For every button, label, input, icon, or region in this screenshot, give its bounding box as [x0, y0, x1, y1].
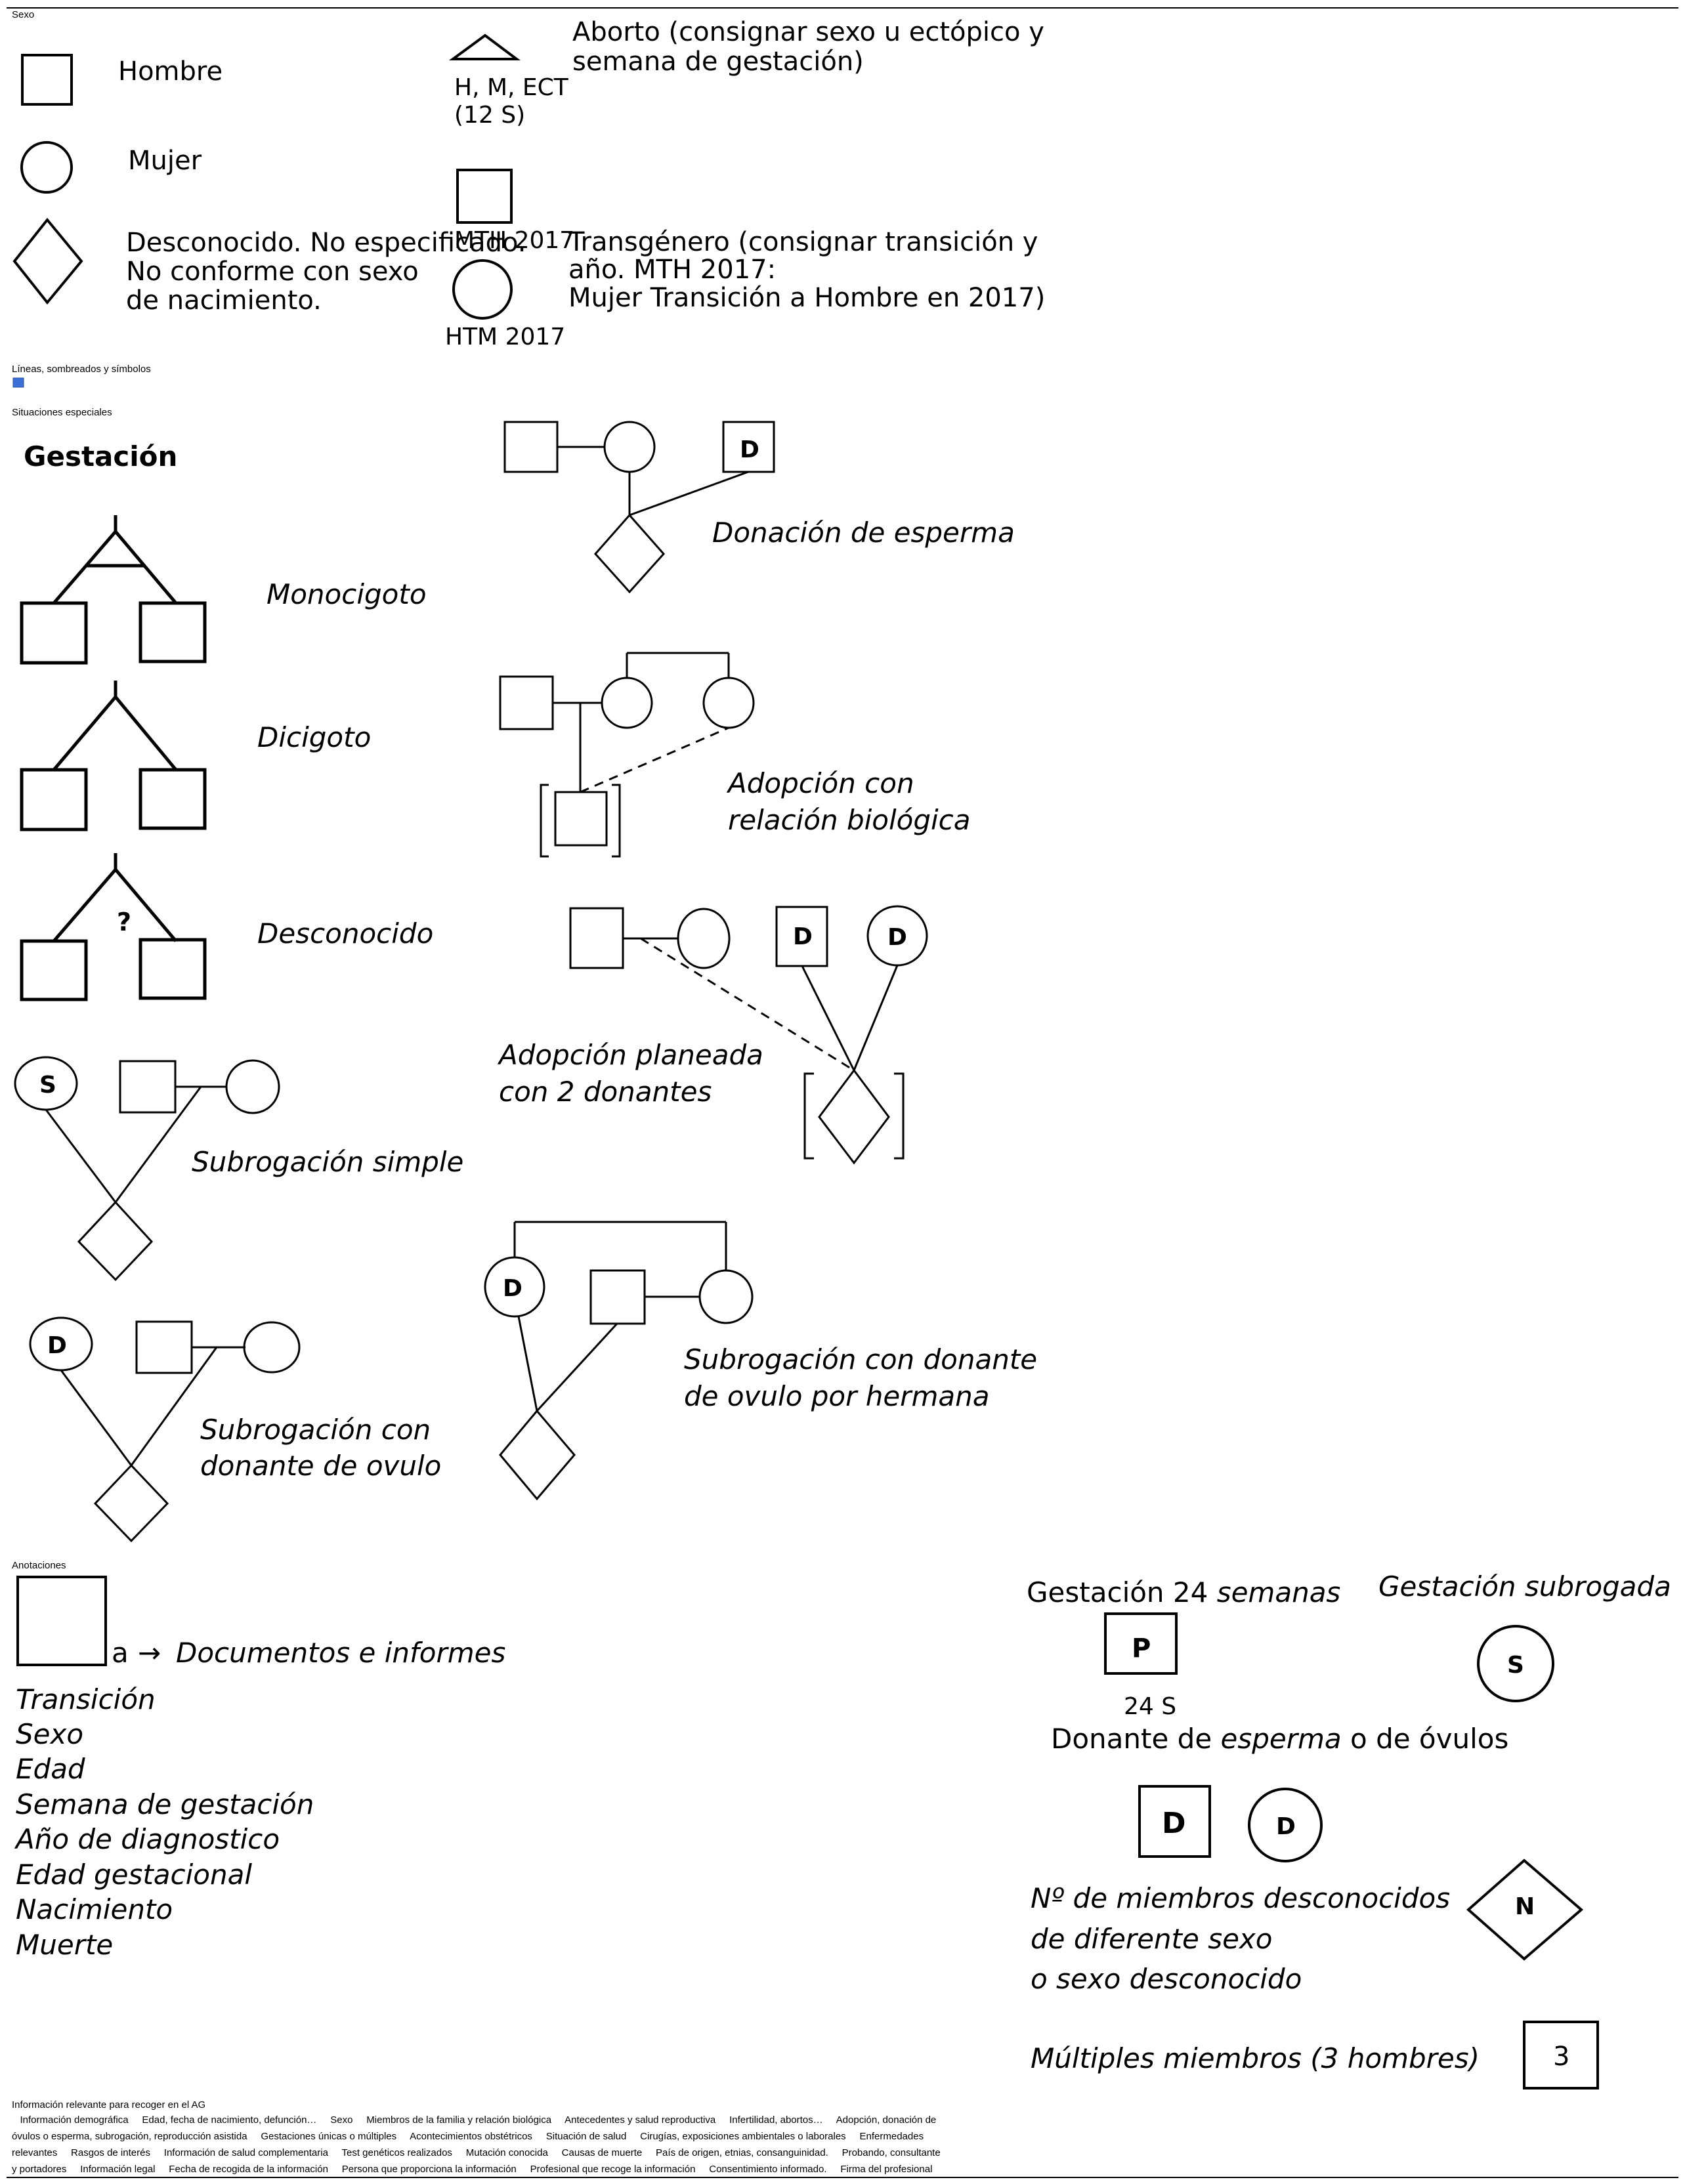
monozygotic-twins-diagram	[20, 515, 207, 665]
mth-label: MTH 2017	[454, 227, 574, 254]
simple-surrogacy-diagram	[14, 1056, 280, 1282]
section-lineas-title: Líneas, sombreados y símbolos	[12, 364, 151, 375]
sperm-donation-label: Donación de esperma	[712, 516, 1015, 549]
biological-adoption-diagram	[499, 652, 755, 858]
unknown-zygosity-diagram	[20, 853, 207, 1001]
surrogate-gestation-label: Gestación subrogada	[1378, 1570, 1671, 1603]
surrogate-letter: S	[39, 1072, 56, 1099]
htm-label: HTM 2017	[445, 324, 565, 350]
donor-square-letter: D	[793, 923, 813, 950]
sperm-donor-letter: D	[740, 436, 759, 463]
unknown-members-label: Nº de miembros desconocidos de diferente…	[1031, 1882, 1459, 1995]
egg-donor-letter: D	[47, 1332, 67, 1359]
unknown-members-letter: N	[1515, 1893, 1535, 1920]
weeks-24-label: 24 S	[1124, 1693, 1176, 1720]
image-placeholder-icon	[12, 377, 24, 388]
planned-adoption-diagram	[569, 905, 928, 1165]
planned-adoption-label: Adopción planeada con 2 donantes	[497, 1039, 772, 1108]
biological-adoption-label: Adopción con relación biológica	[726, 767, 971, 836]
female-label: Mujer	[128, 146, 202, 176]
section-anotaciones-title: Anotaciones	[12, 1560, 66, 1571]
simple-surrogacy-label: Subrogación simple	[192, 1146, 463, 1178]
surrogate-symbol-letter: S	[1507, 1652, 1524, 1679]
unknown-sex-symbol	[12, 217, 83, 305]
donor-circle-letter: D	[887, 924, 907, 951]
section-sexo-title: Sexo	[12, 9, 34, 20]
question-mark: ?	[117, 908, 131, 936]
annotation-list: Transición Sexo Edad Semana de gestación…	[14, 1683, 323, 1961]
monozygotic-label: Monocigoto	[267, 578, 427, 610]
multiple-members-symbol	[1523, 2021, 1599, 2090]
annotation-square-symbol	[16, 1576, 107, 1666]
multiple-members-count: 3	[1553, 2042, 1569, 2072]
donor-circle-symbol	[1248, 1788, 1323, 1862]
sister-egg-donor-label: Subrogación con donante de ovulo por her…	[684, 1343, 1046, 1412]
transgender-male-symbol	[456, 169, 513, 224]
pregnancy-symbol	[1104, 1612, 1178, 1675]
sperm-donation-diagram	[503, 421, 775, 594]
info-list: Información demográfica Edad, fecha de n…	[12, 2114, 941, 2175]
unknown-zygosity-label: Desconocido	[257, 917, 433, 950]
section-situaciones-title: Situaciones especiales	[12, 407, 112, 418]
abortion-description: Aborto (consignar sexo u ectópico y sema…	[572, 17, 1053, 77]
dizygotic-twins-diagram	[20, 681, 207, 831]
transgender-description: Transgénero (consignar transición y año.…	[568, 227, 1046, 313]
annotation-arrow-icon: →	[138, 1637, 161, 1669]
multiple-members-label: Múltiples miembros (3 hombres)	[1031, 2042, 1480, 2074]
annotation-suffix: a	[112, 1637, 129, 1669]
section-info-title: Información relevante para recoger en el…	[12, 2099, 205, 2110]
egg-donor-surrogacy-diagram	[29, 1316, 301, 1543]
gestation-title: Gestación	[24, 440, 177, 472]
donor-square-symbol	[1138, 1785, 1211, 1858]
dizygotic-label: Dicigoto	[257, 721, 371, 753]
surrogate-symbol	[1477, 1625, 1554, 1702]
male-symbol	[21, 54, 73, 106]
egg-donor-surrogacy-label: Subrogación con donante de ovulo	[200, 1414, 441, 1482]
sister-donor-letter: D	[503, 1275, 523, 1302]
donor-label: Donante de esperma o de óvulos	[1051, 1723, 1508, 1755]
transgender-female-symbol	[452, 259, 513, 320]
unknown-members-symbol	[1466, 1858, 1584, 1961]
male-label: Hombre	[118, 56, 223, 87]
abortion-triangle-symbol	[448, 33, 521, 60]
gestation-24-weeks-label: Gestación 24 semanas	[1027, 1576, 1340, 1608]
pregnancy-letter: P	[1132, 1633, 1151, 1664]
sister-egg-donor-surrogacy-diagram	[484, 1221, 754, 1501]
donor-circle-symbol-letter: D	[1276, 1813, 1296, 1840]
donor-square-symbol-letter: D	[1162, 1807, 1186, 1840]
female-symbol	[20, 141, 73, 194]
unknown-sex-label: Desconocido. No especificado. No conform…	[126, 228, 534, 316]
abortion-code: H, M, ECT (12 S)	[454, 74, 576, 129]
documents-label: Documentos e informes	[176, 1637, 505, 1669]
